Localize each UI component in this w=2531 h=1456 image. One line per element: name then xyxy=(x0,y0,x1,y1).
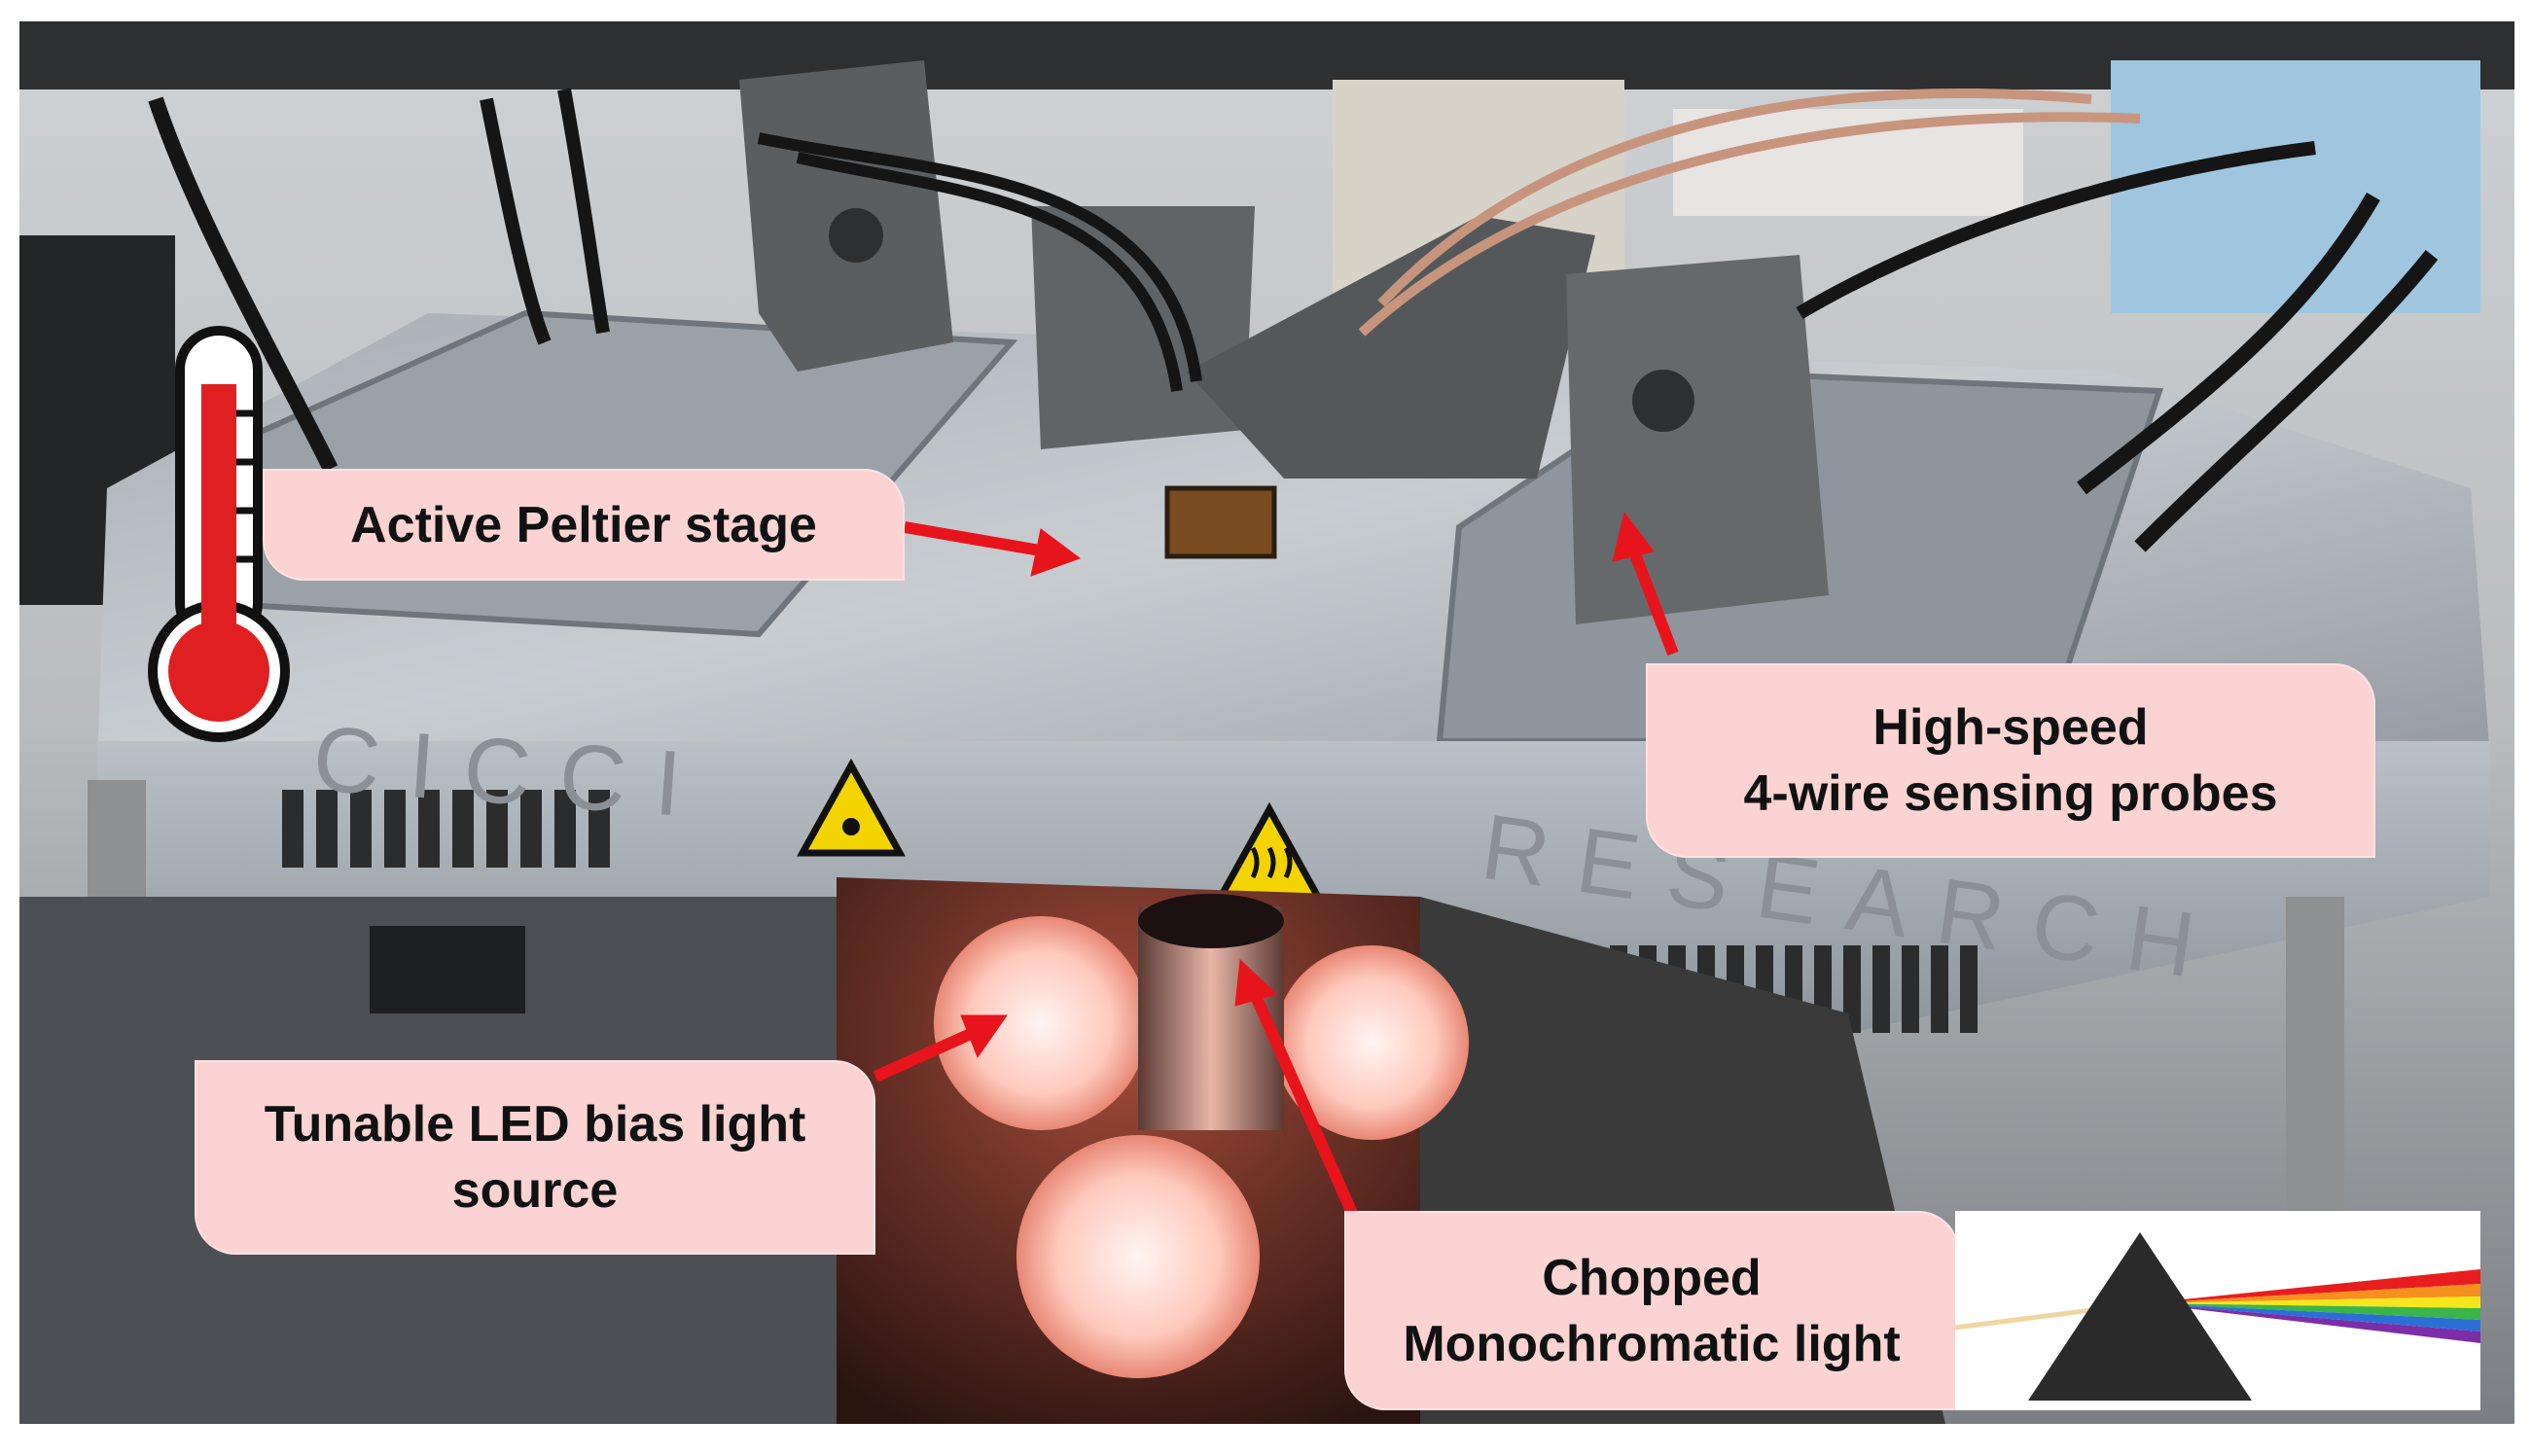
callout-sensing-probes: High-speed 4-wire sensing probes xyxy=(1646,663,2375,858)
callout-chopped-monochromatic-light: Chopped Monochromatic light xyxy=(1344,1211,1959,1410)
callout-led-line2: source xyxy=(451,1162,619,1219)
callout-chopped-line1: Chopped xyxy=(1542,1249,1762,1306)
thermometer-icon xyxy=(148,326,290,742)
callout-led-bias-light: Tunable LED bias light source xyxy=(195,1060,875,1255)
callout-active-peltier-stage: Active Peltier stage xyxy=(263,469,905,581)
callout-led-line1: Tunable LED bias light xyxy=(264,1096,806,1153)
callout-arrows xyxy=(873,511,1679,1216)
prism-spectrum-icon xyxy=(1955,1211,2480,1410)
callout-probes-line2: 4-wire sensing probes xyxy=(1743,765,2278,822)
callout-probes-line1: High-speed xyxy=(1872,699,2149,756)
callout-peltier-text: Active Peltier stage xyxy=(350,496,817,553)
instrument-photo: CICCI RESEARCH xyxy=(19,21,2514,1424)
laser-warning-icon xyxy=(797,758,906,857)
callout-chopped-line2: Monochromatic light xyxy=(1403,1315,1901,1372)
